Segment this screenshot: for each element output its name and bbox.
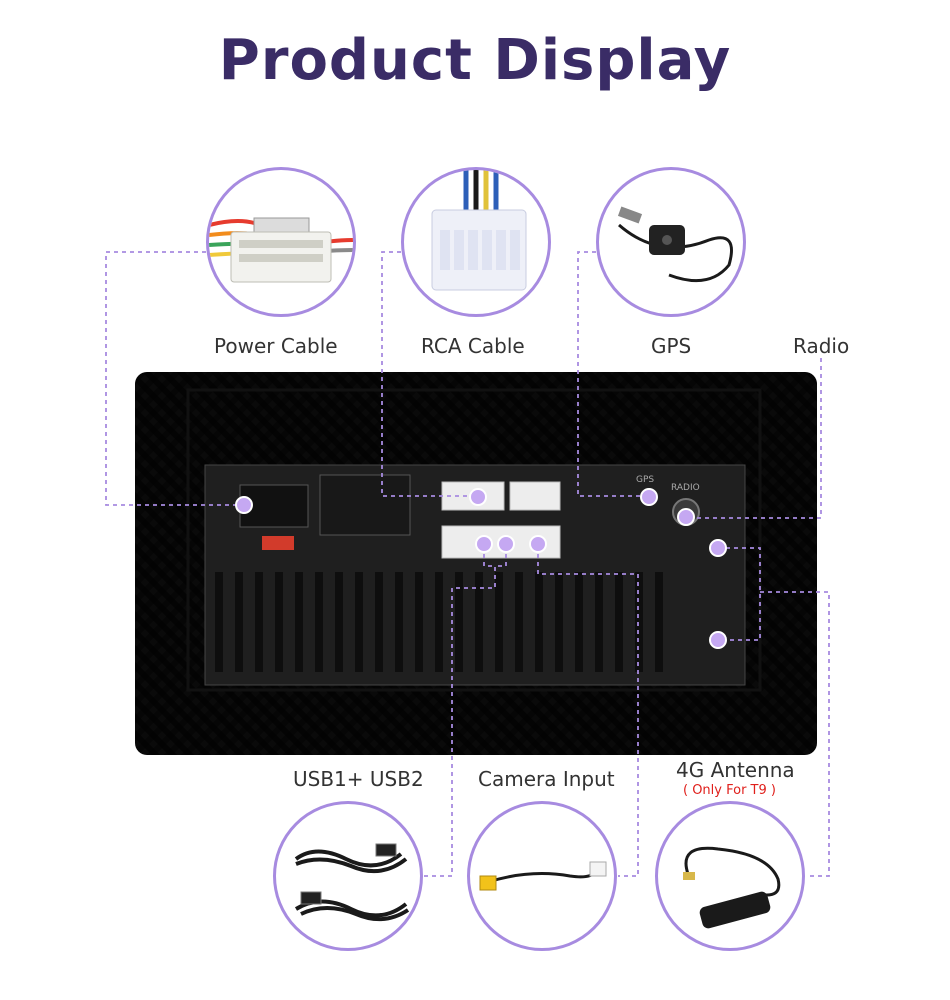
- connector-dots: [235, 488, 727, 649]
- power-cable-image: [206, 167, 356, 317]
- antenna-4g-label: 4G Antenna: [676, 758, 795, 782]
- gps-antenna-image: [596, 167, 746, 317]
- fuse: [262, 536, 294, 550]
- camera-input-label: Camera Input: [478, 767, 615, 791]
- rca-cable-image: [401, 167, 551, 317]
- usb-label: USB1+ USB2: [293, 767, 424, 791]
- rca-port-2: [509, 481, 561, 511]
- usb-cable-image: [273, 801, 423, 951]
- rca-cable-label: RCA Cable: [421, 334, 525, 358]
- antenna-4g-note: ( Only For T9 ): [683, 783, 776, 798]
- radio-label: Radio: [793, 334, 850, 358]
- gps-port-label: GPS: [636, 475, 654, 485]
- leader-lines: [105, 251, 830, 877]
- power-cable-label: Power Cable: [214, 334, 338, 358]
- gps-label: GPS: [651, 334, 692, 358]
- inner-frame: [186, 388, 762, 692]
- antenna-4g-image: [655, 801, 805, 951]
- blank-module: [319, 474, 411, 536]
- radio-port-label: RADIO: [671, 483, 700, 493]
- page-title: Product Display: [218, 28, 732, 93]
- vents: [215, 572, 663, 672]
- camera-input-image: [467, 801, 617, 951]
